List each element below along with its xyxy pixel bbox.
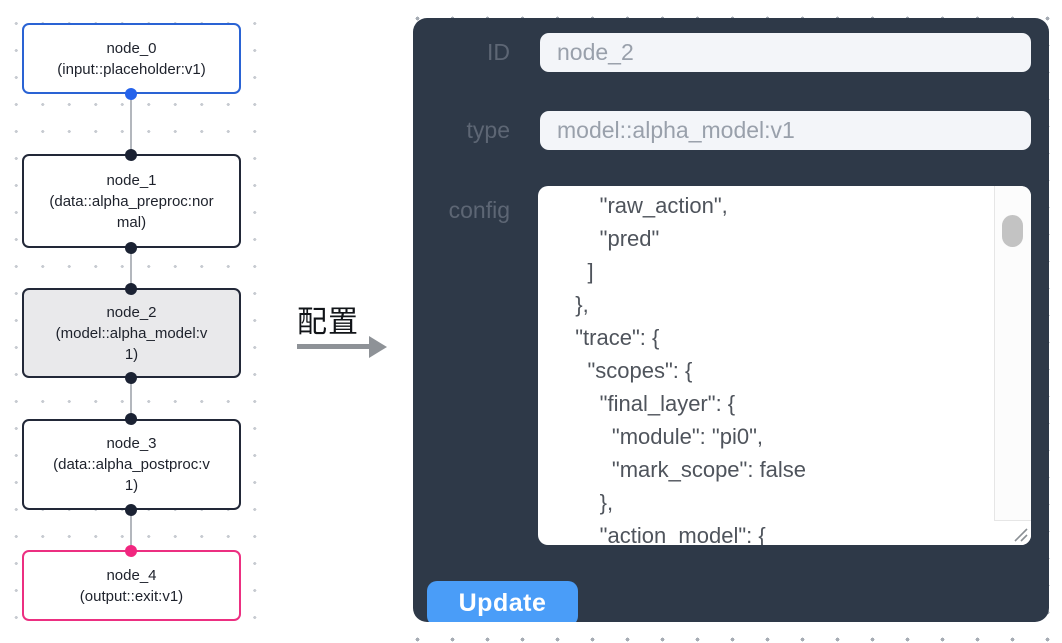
node-subtitle: (data::alpha_postproc:v1) <box>53 456 210 494</box>
edge-node0-node1 <box>130 94 132 154</box>
port-node1-in[interactable] <box>125 149 137 161</box>
port-node3-out[interactable] <box>125 504 137 516</box>
flow-node-node4[interactable]: node_4 (output::exit:v1) <box>22 550 241 621</box>
configure-arrow-label: 配置 <box>297 306 359 339</box>
config-json-textarea[interactable]: "raw_action", "pred" ] }, "trace": { "sc… <box>538 186 1031 545</box>
node-title: node_0 <box>106 39 157 57</box>
node-title: node_4 <box>106 566 157 584</box>
node-title: node_1 <box>106 171 157 189</box>
flow-node-node3[interactable]: node_3 (data::alpha_postproc:v1) <box>22 419 241 510</box>
node-title: node_2 <box>106 303 157 321</box>
port-node2-out[interactable] <box>125 372 137 384</box>
edge-node2-node3 <box>130 378 132 419</box>
port-node1-out[interactable] <box>125 242 137 254</box>
node-subtitle: (model::alpha_model:v1) <box>55 324 208 363</box>
config-json-content: "raw_action", "pred" ] }, "trace": { "sc… <box>575 193 807 545</box>
port-node2-in[interactable] <box>125 283 137 295</box>
id-field-label: ID <box>487 39 510 65</box>
config-field-label: config <box>448 197 510 223</box>
right-arrow-head <box>369 335 387 358</box>
id-input[interactable] <box>540 33 1031 72</box>
port-node0-out[interactable] <box>125 88 137 100</box>
scrollbar-thumb[interactable] <box>1002 215 1023 247</box>
flow-node-node0[interactable]: node_0 (input::placeholder:v1) <box>22 23 241 94</box>
type-input[interactable] <box>540 111 1031 150</box>
right-arrow-shaft <box>297 344 370 349</box>
node-subtitle: (input::placeholder:v1) <box>57 60 206 78</box>
resize-handle-icon[interactable] <box>1012 526 1028 542</box>
node-config-panel: ID type config "raw_action", "pred" ] },… <box>413 18 1049 622</box>
node-subtitle: (data::alpha_preproc:normal) <box>49 192 214 231</box>
flow-node-node1[interactable]: node_1 (data::alpha_preproc:normal) <box>22 154 241 248</box>
edge-node3-node4 <box>130 510 132 550</box>
port-node4-in[interactable] <box>125 545 137 557</box>
flow-node-node2-selected[interactable]: node_2 (model::alpha_model:v1) <box>22 288 241 378</box>
update-button[interactable]: Update <box>427 581 578 622</box>
type-field-label: type <box>466 117 510 143</box>
scrollbar-corner <box>994 520 1031 545</box>
port-node3-in[interactable] <box>125 413 137 425</box>
node-title: node_3 <box>106 435 157 452</box>
node-subtitle: (output::exit:v1) <box>79 587 184 605</box>
edge-node1-node2 <box>130 248 132 288</box>
